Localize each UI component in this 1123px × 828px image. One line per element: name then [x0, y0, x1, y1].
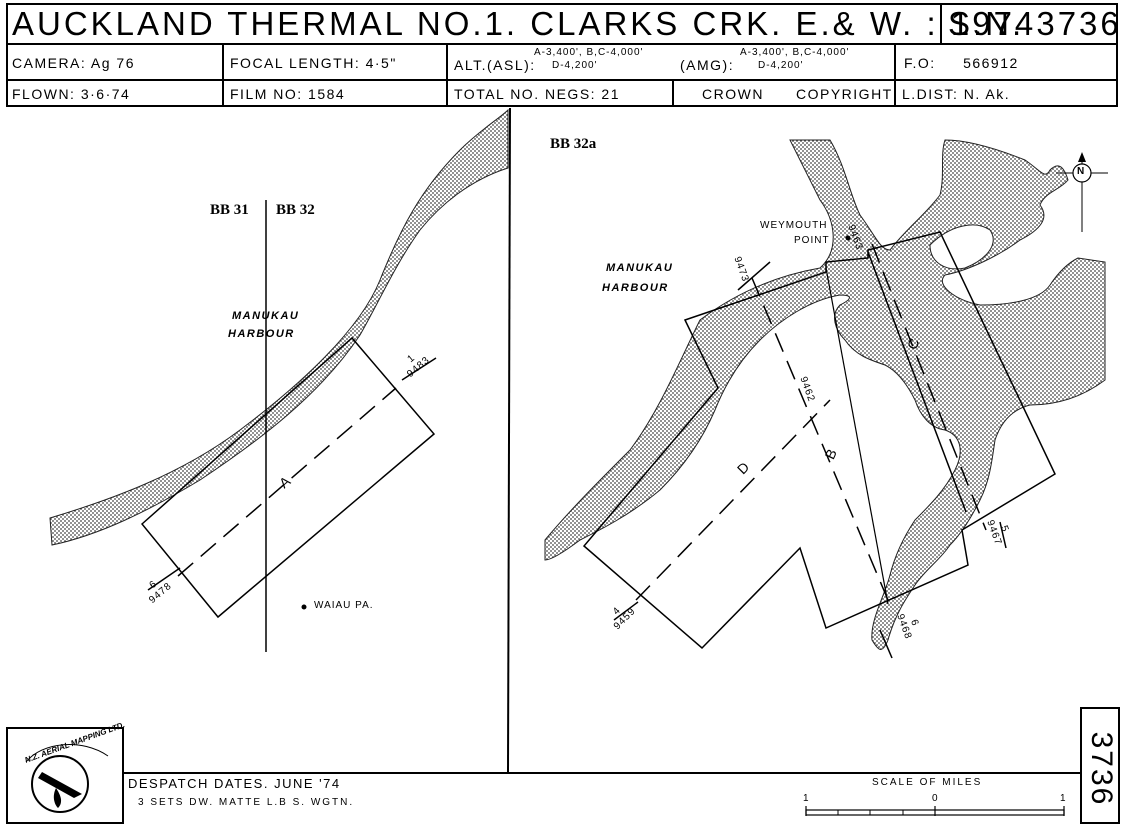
end-tick-9478: [147, 567, 181, 591]
estuary-island: [929, 224, 994, 270]
map-title: AUCKLAND THERMAL NO.1. CLARKS CRK. E.& W…: [12, 5, 1037, 42]
alt-asl-label: ALT.(ASL):: [454, 57, 536, 73]
strip-b-divider: [825, 267, 889, 605]
waiau-pa-label: WAIAU PA.: [314, 600, 374, 611]
left-harbour-name-2: HARBOUR: [228, 328, 295, 340]
map-divider: [507, 107, 511, 773]
company-logo: [25, 744, 109, 813]
strip-a-flight-line: [177, 387, 397, 577]
strip-d-flight-line: [635, 399, 831, 601]
right-harbour-name-2: HARBOUR: [602, 282, 669, 294]
north-label: N: [1077, 166, 1085, 177]
end-tick-9467: [999, 521, 1007, 549]
film-cell: FILM NO: 1584: [224, 81, 448, 105]
scale-left-label: 1: [803, 793, 810, 804]
weymouth-point-dot: [845, 235, 851, 241]
end-tick-9459: [613, 601, 639, 621]
fo-label: F.O:: [904, 55, 936, 71]
amg-line2: D-4,200': [758, 60, 804, 71]
scale-mid-label: 0: [932, 793, 939, 804]
alt-asl-line2: D-4,200': [552, 60, 598, 71]
fo-value: 566912: [963, 55, 1019, 71]
ldist-cell: L.DIST: N. Ak.: [896, 81, 1116, 105]
amg-line1: A-3,400', B,C-4,000': [740, 47, 850, 58]
scale-bar: [805, 806, 1065, 816]
film-number: FILM NO: 1584: [230, 86, 346, 102]
strips-bd-box: [582, 231, 1056, 650]
right-estuary: [544, 139, 1106, 650]
weymouth-label-1: WEYMOUTH: [760, 220, 828, 231]
altitude-cell: ALT.(ASL): A-3,400', B,C-4,000' D-4,200'…: [448, 45, 896, 79]
copyright-label: COPYRIGHT: [796, 86, 893, 102]
logo-box: [6, 727, 124, 824]
camera-cell: CAMERA: Ag 76: [8, 45, 224, 79]
end-tick-9483: [401, 357, 437, 381]
left-harbour-name-1: MANUKAU: [232, 310, 300, 322]
header-box: [6, 3, 1118, 107]
strip-c-outer-line: [867, 251, 967, 513]
land-district: L.DIST: N. Ak.: [902, 86, 1011, 102]
total-negatives: TOTAL NO. NEGS: 21: [454, 86, 621, 102]
despatch-dates: DESPATCH DATES. JUNE '74: [128, 776, 341, 791]
footer-rule: [122, 772, 1082, 774]
sheet-bb32: BB 32: [276, 202, 315, 218]
header-divider-sn: [940, 3, 942, 45]
header-divider-1: [6, 43, 1118, 45]
sheet-bb31: BB 31: [210, 202, 249, 218]
flown-date: FLOWN: 3·6·74: [12, 86, 131, 102]
header-divider-2: [6, 79, 1118, 81]
fo-cell: F.O: 566912: [896, 45, 1116, 79]
right-harbour-name-1: MANUKAU: [606, 262, 674, 274]
focal-length: FOCAL LENGTH: 4·5": [230, 55, 397, 71]
end-tick-9468: [879, 629, 893, 659]
alt-asl-line1: A-3,400', B,C-4,000': [534, 47, 644, 58]
waiau-pa-dot: [301, 604, 307, 610]
crown-label: CROWN: [702, 86, 764, 102]
left-shore-band: [49, 108, 509, 546]
scale-right-label: 1: [1060, 793, 1067, 804]
strip-a-box: [140, 336, 436, 619]
flown-cell: FLOWN: 3·6·74: [8, 81, 224, 105]
copyright-cell: CROWN COPYRIGHT: [674, 81, 896, 105]
sheet-number-box: [1080, 707, 1120, 824]
sheet-number: 3736: [1085, 731, 1118, 807]
sortie-number: S.N. 3736: [948, 5, 1122, 42]
strip-c-flight-line: [871, 243, 987, 531]
sets-info: 3 SETS DW. MATTE L.B S. WGTN.: [138, 797, 355, 808]
weymouth-label-2: POINT: [794, 235, 830, 246]
negs-cell: TOTAL NO. NEGS: 21: [448, 81, 674, 105]
end-tick-9473: [737, 261, 771, 291]
north-arrow-icon: [1056, 152, 1108, 232]
scale-title: SCALE OF MILES: [872, 777, 983, 788]
focal-cell: FOCAL LENGTH: 4·5": [224, 45, 448, 79]
camera: CAMERA: Ag 76: [12, 55, 135, 71]
amg-label: (AMG):: [680, 57, 735, 73]
sheet-bb32a: BB 32a: [550, 136, 597, 152]
